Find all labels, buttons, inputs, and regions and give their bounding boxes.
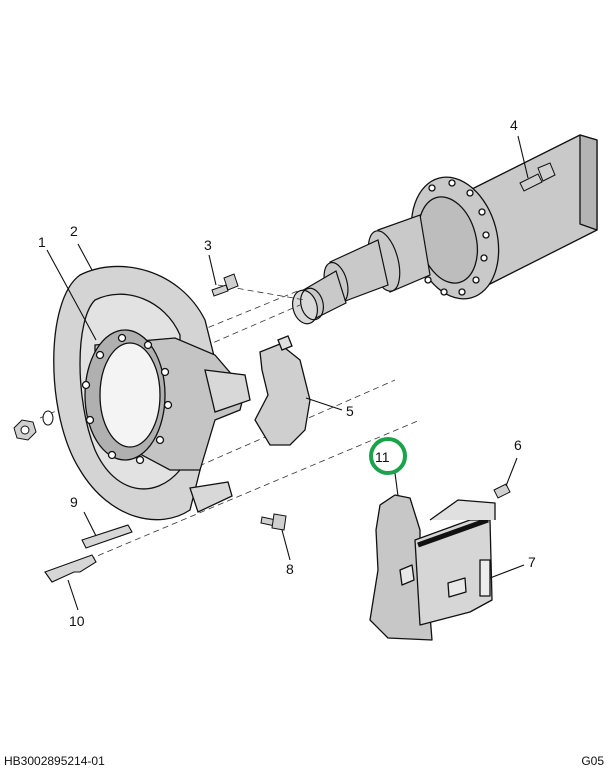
figure-code-footer: G05 xyxy=(581,754,604,768)
hub-bolt xyxy=(519,162,556,192)
axle-housing xyxy=(469,134,598,286)
pad-spring xyxy=(44,554,97,583)
shield-bolt xyxy=(211,273,239,297)
callout-11: 11 xyxy=(375,449,390,465)
callout-2: 2 xyxy=(70,223,78,239)
part-number-footer: HB3002895214-01 xyxy=(4,754,105,768)
callout-3: 3 xyxy=(204,237,212,253)
anchor-plate xyxy=(81,329,251,513)
caliper-assembly xyxy=(369,494,496,641)
leader-lines xyxy=(46,135,529,611)
callout-6: 6 xyxy=(514,437,522,453)
anchor-bolt xyxy=(260,513,287,531)
nut-and-washer xyxy=(13,410,54,441)
callout-5: 5 xyxy=(346,403,354,419)
hub-flange xyxy=(410,176,500,300)
spindle xyxy=(292,214,431,325)
pad-clip xyxy=(81,524,133,549)
highlight-ring xyxy=(369,437,407,475)
callout-8: 8 xyxy=(286,561,294,577)
bleeder-screw xyxy=(493,483,511,499)
callout-4: 4 xyxy=(510,117,518,133)
callout-labels: 1 2 3 4 5 6 7 8 9 10 11 xyxy=(38,117,536,629)
callout-9: 9 xyxy=(70,494,78,510)
callout-1: 1 xyxy=(38,234,46,250)
brake-pad xyxy=(254,335,311,446)
callout-7: 7 xyxy=(528,554,536,570)
callout-10: 10 xyxy=(69,613,85,629)
